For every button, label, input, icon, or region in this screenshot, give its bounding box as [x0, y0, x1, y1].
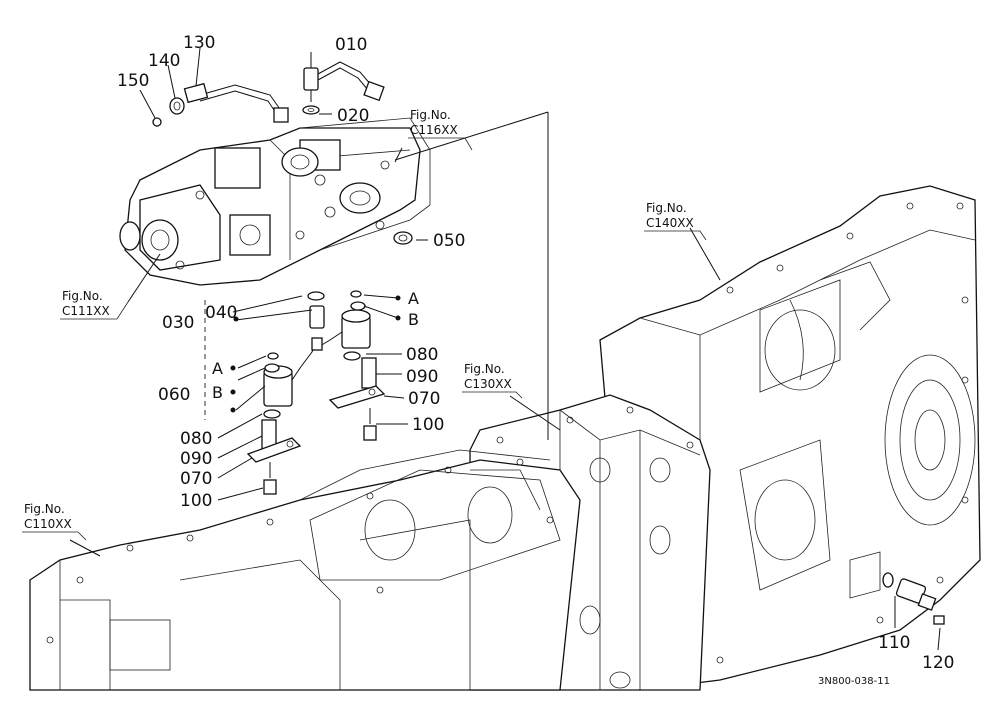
part-label-080-right: 080 — [406, 345, 438, 365]
connector-labels: A B A B — [212, 289, 419, 402]
part-label-030: 030 — [162, 313, 194, 333]
fig-c111-line2: C111XX — [62, 304, 110, 318]
valve-gasket-plate — [204, 117, 431, 420]
figure-reference-code: 3N800-038-11 — [818, 676, 890, 687]
fig-c111-line1: Fig.No. — [62, 289, 103, 303]
connector-label-b-left: B — [212, 383, 223, 402]
fig-c116-line2: C116XX — [410, 123, 458, 137]
front-transmission-case — [29, 449, 581, 691]
part-label-100-left: 100 — [180, 491, 212, 511]
part-label-040: 040 — [205, 303, 237, 323]
fig-c140-line2: C140XX — [646, 216, 694, 230]
part-label-060: 060 — [158, 385, 190, 405]
part-label-090-right: 090 — [406, 367, 438, 387]
connector-040 — [264, 290, 366, 373]
fig-c140-line1: Fig.No. — [646, 201, 687, 215]
part-label-080-left: 080 — [180, 429, 212, 449]
fig-c130-line2: C130XX — [464, 377, 512, 391]
part-label-070-right: 070 — [408, 389, 440, 409]
connector-label-b-right: B — [408, 310, 419, 329]
part-label-010: 010 — [335, 35, 367, 55]
solenoid-left — [246, 339, 319, 495]
leader-lines — [69, 47, 941, 651]
part-label-020: 020 — [337, 106, 369, 126]
part-label-130: 130 — [183, 33, 215, 53]
connector-label-a-right: A — [408, 289, 419, 308]
part-label-150: 150 — [117, 71, 149, 91]
part-label-050: 050 — [433, 231, 465, 251]
figure-reference-labels: Fig.No. C116XX Fig.No. C140XX Fig.No. C1… — [24, 108, 694, 531]
part-label-120: 120 — [922, 653, 954, 673]
fig-c110-line1: Fig.No. — [24, 502, 65, 516]
fig-c116-line1: Fig.No. — [410, 108, 451, 122]
part-number-labels: 010 020 130 140 150 050 030 040 060 080 … — [117, 33, 954, 673]
pressure-switch-group — [152, 82, 289, 127]
speed-sensor-group — [882, 572, 945, 625]
connector-dots — [230, 295, 401, 413]
sensor-harness-group — [302, 61, 385, 115]
connector-label-a-left: A — [212, 359, 223, 378]
clip-050 — [393, 231, 413, 245]
part-label-100-right: 100 — [412, 415, 444, 435]
fig-c130-line1: Fig.No. — [464, 362, 505, 376]
solenoid-right — [319, 309, 386, 441]
fig-c110-line2: C110XX — [24, 517, 72, 531]
part-label-140: 140 — [148, 51, 180, 71]
control-valve-assembly — [119, 127, 421, 286]
figure-reference-underlines — [22, 137, 707, 541]
part-label-110: 110 — [878, 633, 910, 653]
part-label-090-left: 090 — [180, 449, 212, 469]
part-label-070-left: 070 — [180, 469, 212, 489]
